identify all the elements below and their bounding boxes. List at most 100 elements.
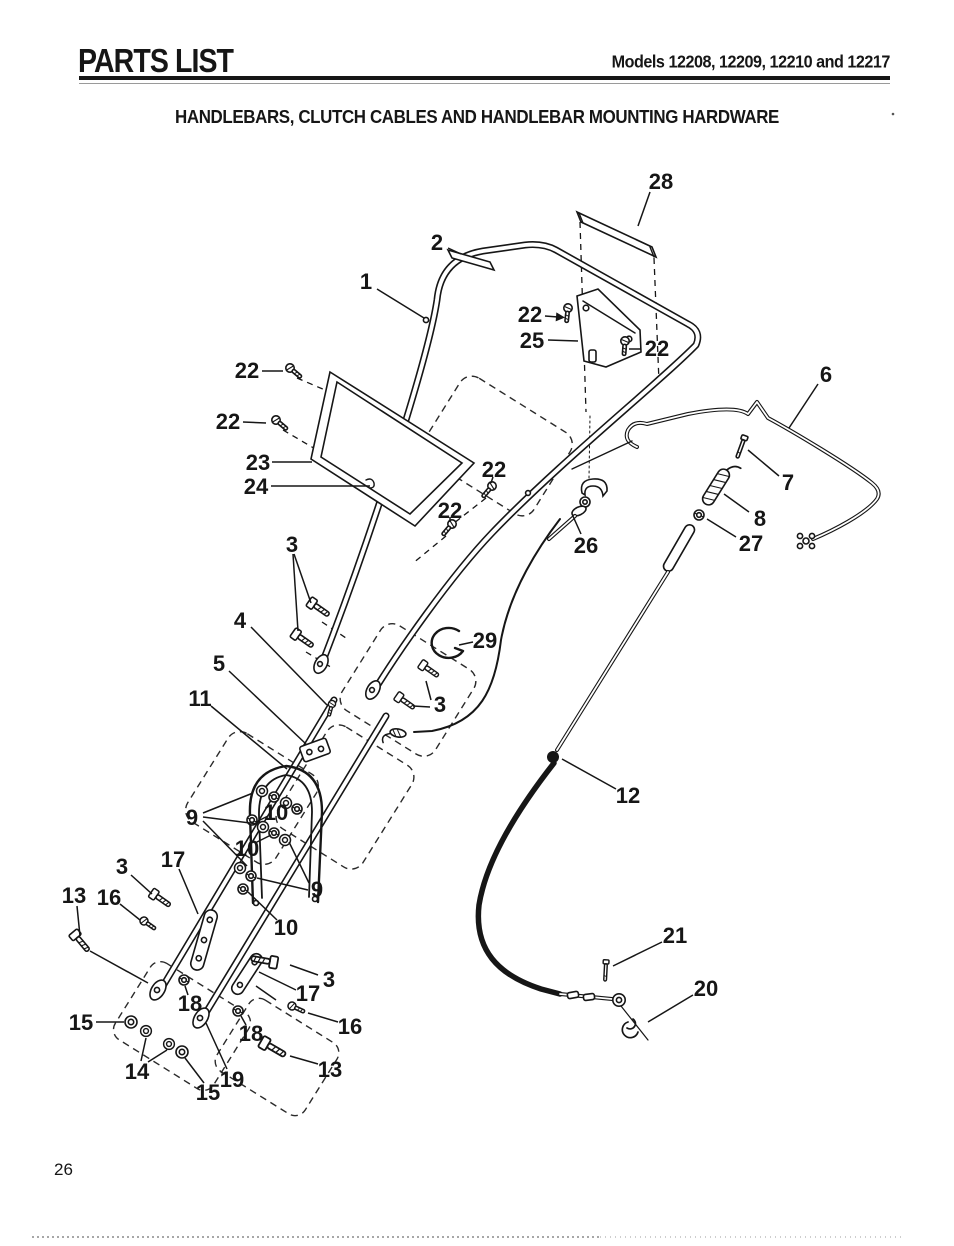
callout-leader xyxy=(547,339,579,342)
clevis-pin-7 xyxy=(733,433,750,460)
hairpin-clip-20 xyxy=(621,1018,639,1039)
callout-label: 13 xyxy=(62,883,86,908)
straps-17 xyxy=(189,909,264,996)
callout-leader xyxy=(147,1049,168,1063)
callout-leader xyxy=(228,670,307,745)
callout-label: 8 xyxy=(754,506,766,531)
callout-leader xyxy=(247,891,278,921)
callout-label: 21 xyxy=(663,923,687,948)
callout-label: 29 xyxy=(473,628,497,653)
clutch-rod-6 xyxy=(571,400,881,572)
callout-label: 20 xyxy=(694,976,718,1001)
callout-leader xyxy=(89,950,149,984)
callout-leader xyxy=(292,553,299,632)
callout-label: 5 xyxy=(213,651,225,676)
callout-label: 4 xyxy=(234,608,247,633)
header-rule xyxy=(79,76,890,80)
callout-leader xyxy=(178,868,199,915)
callout-label: 16 xyxy=(338,1014,362,1039)
grip-strips xyxy=(446,210,658,272)
callout-label: 27 xyxy=(739,531,763,556)
header-rule-shadow xyxy=(79,83,890,84)
clutch-cable-12 xyxy=(475,570,670,1039)
callout-leader xyxy=(242,421,267,424)
bracket-25 xyxy=(576,288,642,368)
callout-label: 16 xyxy=(97,885,121,910)
callout-label: 10 xyxy=(264,800,288,825)
callout-leader xyxy=(293,553,312,604)
callout-leader xyxy=(647,994,694,1023)
callout-label: 24 xyxy=(244,474,269,499)
bolt-3b xyxy=(288,626,317,652)
callout-label: 19 xyxy=(220,1067,244,1092)
washer-15a xyxy=(124,1015,138,1029)
callout-leader xyxy=(288,841,310,884)
callout-leader xyxy=(376,288,425,319)
c-clip-29 xyxy=(430,626,465,660)
page-number: 26 xyxy=(54,1160,73,1179)
callout-arrowhead xyxy=(555,312,565,322)
callout-leader xyxy=(723,493,750,513)
jam-nut-27 xyxy=(693,509,705,521)
callout-label: 7 xyxy=(782,470,794,495)
callout-leader xyxy=(205,1022,228,1070)
callout-label: 18 xyxy=(178,991,202,1016)
callout-label: 12 xyxy=(616,783,640,808)
callout-label: 14 xyxy=(125,1059,150,1084)
callout-leader xyxy=(240,1015,247,1026)
callout-leader xyxy=(202,792,254,814)
callout-label: 22 xyxy=(235,358,259,383)
callout-leader xyxy=(637,191,651,227)
callout-leader xyxy=(210,705,288,770)
models-text: Models 12208, 12209, 12210 and 12217 xyxy=(611,52,891,72)
callout-leader xyxy=(202,816,259,825)
callout-label: 11 xyxy=(188,686,211,711)
screw-22a xyxy=(561,302,574,324)
callout-leader xyxy=(184,985,189,996)
bolt-3d xyxy=(392,690,418,713)
callout-leader xyxy=(119,903,141,921)
clamp-5 xyxy=(299,737,331,763)
callout-leader xyxy=(256,877,309,891)
callout-label: 28 xyxy=(649,169,673,194)
callout-label: 22 xyxy=(645,336,669,361)
turnbuckle xyxy=(662,524,696,572)
callout-label: 9 xyxy=(311,877,323,902)
callout-leader xyxy=(250,626,328,706)
cable-z-hook xyxy=(381,728,407,744)
callout-label: 1 xyxy=(360,269,372,294)
callout-label: 23 xyxy=(246,450,270,475)
callout-leader xyxy=(412,705,431,708)
callout-label: 15 xyxy=(69,1010,93,1035)
callout-leader xyxy=(258,971,297,991)
page-title: PARTS LIST xyxy=(78,42,234,80)
callout-label: 6 xyxy=(820,362,832,387)
handlebar-upper-loop xyxy=(317,241,702,695)
callout-leader xyxy=(561,758,617,790)
callout-label: 22 xyxy=(438,498,462,523)
washer-14b xyxy=(162,1037,176,1051)
bolt-3c xyxy=(416,658,442,681)
spring-8 xyxy=(701,465,742,506)
callout-leader xyxy=(76,905,81,937)
washer-15b xyxy=(175,1045,189,1059)
callout-leader xyxy=(425,680,432,701)
bolt-13a xyxy=(67,927,94,955)
callout-leader xyxy=(289,964,319,976)
pin-21 xyxy=(601,958,610,982)
nut-18a xyxy=(178,974,190,986)
callout-leader xyxy=(447,247,462,255)
clutch-knob-26 xyxy=(381,478,608,744)
screw-22c xyxy=(283,361,305,382)
callout-leader xyxy=(289,1055,319,1065)
callout-leader xyxy=(140,1037,147,1062)
callout-label: 13 xyxy=(318,1057,342,1082)
callout-label: 22 xyxy=(216,409,240,434)
rod-end-clip xyxy=(796,532,816,550)
screw-22d xyxy=(269,413,291,434)
callout-leader xyxy=(458,641,474,646)
screw-16a xyxy=(137,914,159,933)
callout-leader xyxy=(612,941,663,967)
